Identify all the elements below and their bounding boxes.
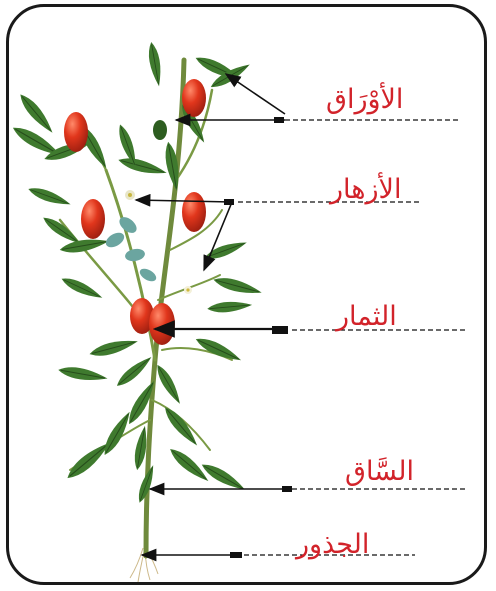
flowers-graphic	[125, 190, 192, 294]
label-flowers: الأزهار	[330, 176, 401, 203]
label-stem: السَّاق	[345, 458, 414, 485]
leader-lines	[136, 74, 466, 558]
flowers-arrow	[136, 200, 232, 202]
label-fruits: الثمار	[336, 303, 397, 330]
label-leaves: الأوْرَاق	[326, 86, 403, 113]
flowers-arrow-lower	[204, 202, 232, 270]
fruits-graphic	[64, 79, 206, 345]
label-roots: الجذور	[296, 531, 369, 558]
leaves-arrow-upper	[226, 74, 285, 114]
